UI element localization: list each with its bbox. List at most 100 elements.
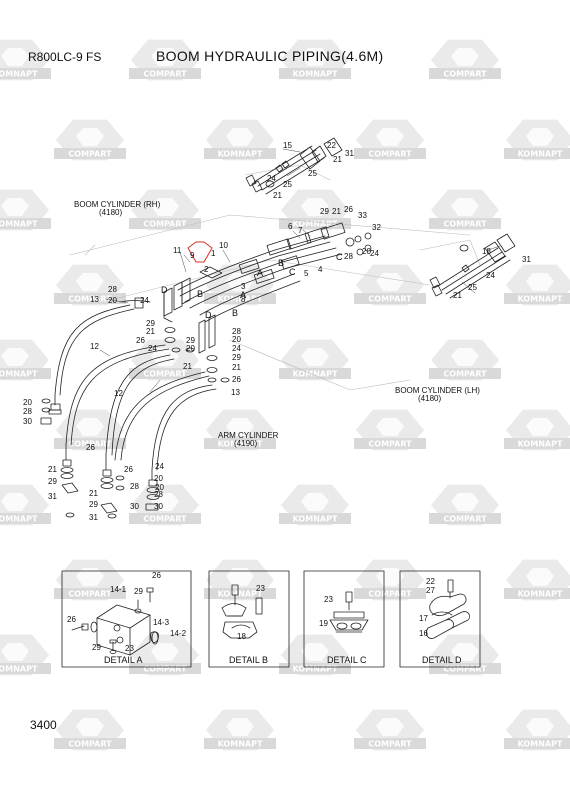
watermark-emblem: KOMNAPT — [279, 39, 351, 81]
callout: 20 — [108, 296, 117, 305]
watermark-emblem: COMPART — [54, 559, 126, 601]
callout: 31 — [345, 149, 354, 158]
callout: 24 — [140, 296, 149, 305]
watermark-emblem: KOMNAPT — [504, 559, 570, 601]
callout: 29 — [232, 353, 241, 362]
watermark-emblem: COMPART — [429, 484, 501, 526]
callout: 13 — [231, 388, 240, 397]
watermark-text: COMPART — [143, 220, 187, 229]
detail-b-clamp — [221, 584, 263, 639]
watermark-text: KOMNAPT — [293, 220, 338, 229]
watermark-emblem: COMPART — [54, 119, 126, 161]
watermark-emblem: KOMNAPT — [0, 634, 51, 676]
watermark-emblem: COMPART — [354, 409, 426, 451]
watermark-emblem: KOMNAPT — [204, 559, 276, 601]
watermark-emblem: COMPART — [129, 634, 201, 676]
callout: 25 — [308, 169, 317, 178]
callout: 29 — [186, 336, 195, 345]
watermark-emblem: COMPART — [129, 39, 201, 81]
watermark-emblem: KOMNAPT — [204, 264, 276, 306]
callout: 6 — [288, 222, 293, 231]
connection-letter: B — [232, 308, 238, 318]
detail-frames — [61, 570, 481, 668]
watermark-text: KOMNAPT — [518, 150, 563, 159]
arm-cylinder-code: (4190) — [234, 439, 257, 448]
watermark-text: COMPART — [143, 370, 187, 379]
watermark-text: KOMNAPT — [218, 440, 263, 449]
boom-cylinder-lh-code: (4180) — [418, 394, 441, 403]
connection-letter: A — [240, 290, 246, 300]
valve-block-left — [119, 266, 230, 383]
watermark-text: COMPART — [443, 70, 487, 79]
callout: 22 — [426, 577, 435, 586]
watermark-text: KOMNAPT — [218, 590, 263, 599]
callout: 19 — [319, 619, 328, 628]
callout: 24 — [232, 344, 241, 353]
callout: 26 — [67, 615, 76, 624]
detail-c-title: DETAIL C — [327, 655, 367, 665]
arm-cylinder-label: ARM CYLINDER — [218, 431, 279, 440]
callout: 27 — [426, 586, 435, 595]
callout: 28 — [154, 490, 163, 499]
watermark-text: COMPART — [68, 440, 112, 449]
watermark-text: KOMNAPT — [0, 220, 38, 229]
watermark-emblem: KOMNAPT — [0, 339, 51, 381]
connection-letter: C — [289, 267, 296, 277]
detail-b-title: DETAIL B — [229, 655, 268, 665]
connection-letter: D — [161, 285, 168, 295]
callout: 5 — [304, 269, 309, 278]
callout: 29 — [320, 207, 329, 216]
hoses — [54, 304, 217, 481]
callout: 32 — [372, 223, 381, 232]
callout: 20 — [154, 474, 163, 483]
callout: 24 — [155, 462, 164, 471]
callout: 18 — [237, 632, 246, 641]
manifold-tubes — [177, 222, 372, 323]
watermark-emblem: COMPART — [354, 119, 426, 161]
callout: 21 — [332, 207, 341, 216]
watermark-text: KOMNAPT — [518, 740, 563, 749]
callout: 15 — [283, 141, 292, 150]
watermark-emblem: KOMNAPT — [0, 484, 51, 526]
callout: 9 — [190, 251, 195, 260]
callout: 14-1 — [110, 585, 127, 594]
callout: 28 — [344, 252, 353, 261]
watermark-emblem: KOMNAPT — [0, 189, 51, 231]
callout: 21 — [89, 489, 98, 498]
watermark-emblem: KOMNAPT — [504, 709, 570, 751]
callout: 11 — [173, 246, 182, 255]
watermark-text: KOMNAPT — [218, 740, 263, 749]
watermark-text: KOMNAPT — [293, 515, 338, 524]
watermark-text: KOMNAPT — [293, 70, 338, 79]
watermark-text: KOMNAPT — [518, 440, 563, 449]
callout: 28 — [232, 327, 241, 336]
callout: 30 — [23, 417, 32, 426]
watermark-text: KOMNAPT — [518, 590, 563, 599]
watermark-emblem: KOMNAPT — [279, 484, 351, 526]
callout: 1 — [211, 249, 216, 258]
watermark-emblem: COMPART — [429, 339, 501, 381]
callout: 20 — [362, 247, 371, 256]
callout: 12 — [90, 342, 99, 351]
callout: 21 — [48, 465, 57, 474]
connection-letter: C — [336, 252, 343, 262]
callout: 2 — [204, 265, 209, 274]
watermark-text: KOMNAPT — [0, 70, 38, 79]
watermark-text: COMPART — [443, 515, 487, 524]
watermark-text: KOMNAPT — [293, 370, 338, 379]
detail-a-title: DETAIL A — [104, 655, 143, 665]
boom-cylinder-rh-label: BOOM CYLINDER (RH) — [74, 200, 161, 209]
connection-letter: A — [257, 268, 263, 278]
callout: 30 — [130, 502, 139, 511]
detail-d-title: DETAIL D — [422, 655, 462, 665]
leader-lines — [99, 148, 501, 393]
watermark-emblem: KOMNAPT — [279, 634, 351, 676]
watermark-text: COMPART — [68, 295, 112, 304]
watermark-text: COMPART — [143, 70, 187, 79]
callout: 24 — [486, 271, 495, 280]
callout: 21 — [146, 327, 155, 336]
connection-letter: B — [197, 289, 203, 299]
